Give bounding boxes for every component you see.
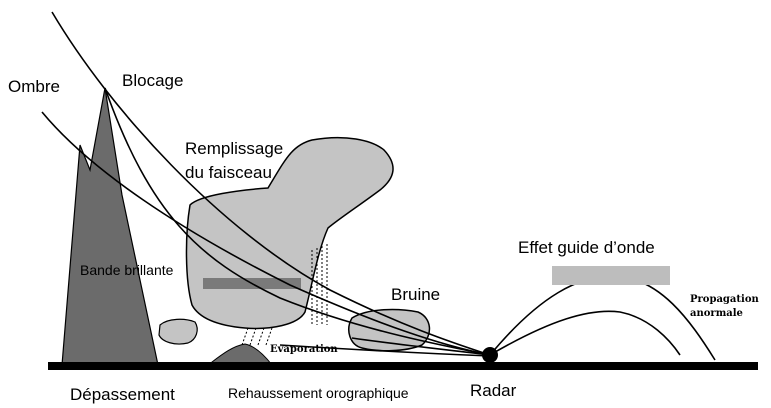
- label-ombre: Ombre: [8, 78, 60, 95]
- label-rehaussement: Rehaussement orographique: [228, 386, 409, 400]
- mountain-peak: [62, 88, 158, 365]
- label-bande-brillante: Bande brillante: [80, 263, 173, 277]
- drizzle-cloud: [349, 310, 430, 351]
- label-effet-guide: Effet guide d’onde: [518, 239, 655, 256]
- label-bruine: Bruine: [391, 286, 440, 303]
- label-propagation-line2: anormale: [690, 309, 743, 319]
- ground-line: [48, 362, 758, 370]
- label-depassement: Dépassement: [70, 386, 175, 403]
- label-propagation-line1: Propagation: [690, 295, 759, 305]
- label-evaporation: Evaporation: [270, 345, 338, 355]
- label-remplissage-line1: Remplissage: [185, 140, 283, 157]
- label-remplissage-line2: du faisceau: [185, 164, 272, 181]
- duct-band: [552, 266, 670, 285]
- label-blocage: Blocage: [122, 72, 183, 89]
- duct-outer: [490, 276, 715, 360]
- orographic-hill: [208, 344, 272, 365]
- radar-icon: [482, 347, 498, 363]
- small-cloud: [159, 319, 197, 344]
- label-radar: Radar: [470, 382, 516, 399]
- duct-inner: [490, 311, 680, 355]
